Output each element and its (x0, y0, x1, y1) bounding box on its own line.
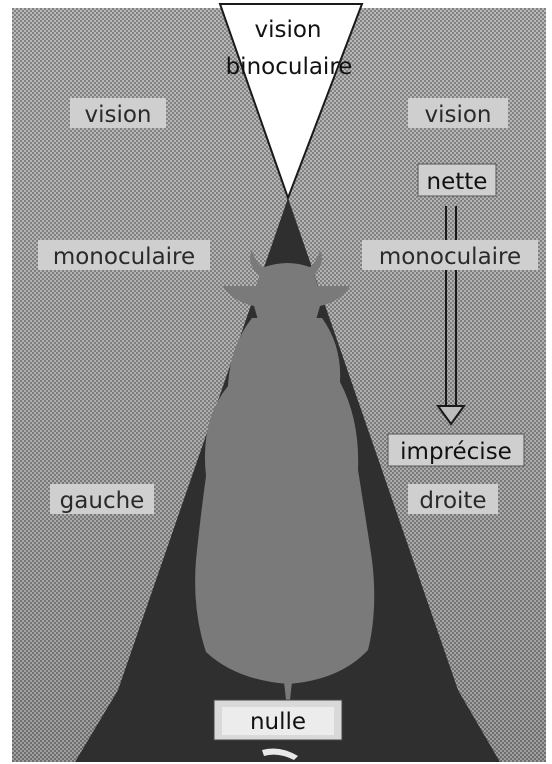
right-monoculaire-label: monoculaire (379, 244, 521, 270)
right-nette-label: nette (427, 169, 488, 195)
binocular-label-line2: binoculaire (226, 54, 353, 80)
right-imprecise-label: imprécise (400, 439, 512, 465)
right-vision-label: vision (424, 102, 491, 128)
rear-nulle-label: nulle (250, 709, 306, 735)
right-droite-label: droite (419, 488, 486, 514)
left-monoculaire-label: monoculaire (53, 244, 195, 270)
left-gauche-label: gauche (60, 488, 145, 514)
binocular-label-line1: vision (254, 17, 321, 43)
left-vision-label: vision (84, 102, 151, 128)
